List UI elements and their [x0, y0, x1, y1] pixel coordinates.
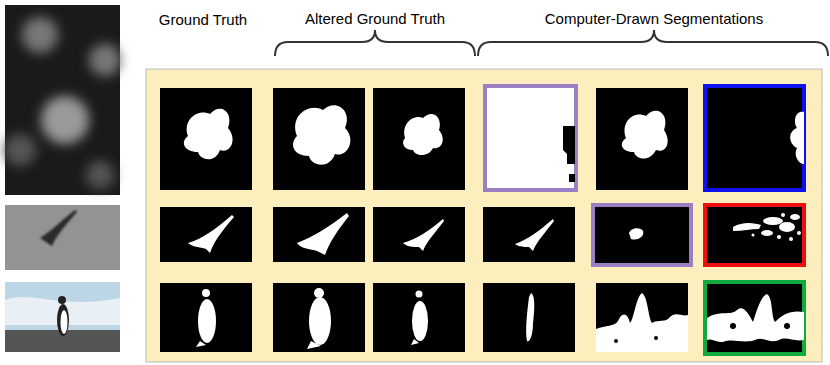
column-heading: Altered Ground Truth	[265, 10, 485, 28]
panel	[146, 69, 822, 362]
mask-row	[160, 86, 804, 190]
source-image	[5, 282, 120, 352]
bracket	[478, 30, 828, 56]
source-image	[4, 5, 121, 195]
source-image	[5, 205, 120, 270]
bracket	[275, 30, 475, 56]
mask-row	[160, 205, 804, 265]
column-heading: Ground Truth	[158, 11, 248, 29]
column-heading: Computer-Drawn Segmentations	[504, 10, 804, 28]
mask-row	[160, 282, 804, 354]
